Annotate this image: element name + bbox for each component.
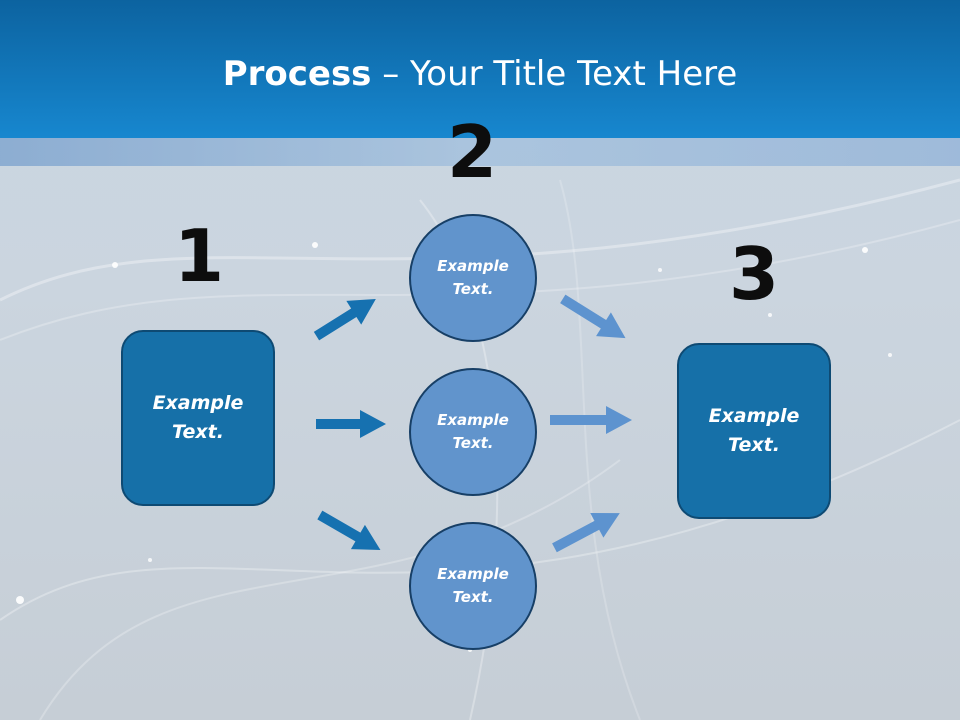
step-number-2: 2 [446, 110, 498, 194]
title-bold: Process [222, 54, 372, 94]
circle-bottom-label: Example Text. [437, 565, 509, 606]
slide-title: Process – Your Title Text Here [0, 52, 960, 96]
arrow-left-to-bottom [317, 510, 381, 550]
arrow-bottom-to-right [552, 512, 620, 553]
step-number-1: 1 [173, 214, 225, 298]
right-box-label: Example Text. [708, 405, 800, 456]
arrow-left-to-middle [316, 410, 386, 438]
left-box-label: Example Text. [152, 392, 244, 443]
step-number-3: 3 [728, 232, 780, 316]
arrow-top-to-right [560, 294, 626, 339]
title-band [0, 138, 960, 166]
title-rest: – Your Title Text Here [371, 54, 738, 94]
right-process-box: Example Text. [677, 343, 831, 519]
circle-middle-label: Example Text. [437, 411, 509, 452]
arrow-left-to-top [313, 298, 376, 341]
left-process-box: Example Text. [121, 330, 275, 506]
process-circle-middle: Example Text. [409, 368, 537, 496]
process-circle-bottom: Example Text. [409, 522, 537, 650]
process-circle-top: Example Text. [409, 214, 537, 342]
arrow-middle-to-right [550, 406, 632, 434]
circle-top-label: Example Text. [437, 257, 509, 298]
title-bar [0, 0, 960, 138]
